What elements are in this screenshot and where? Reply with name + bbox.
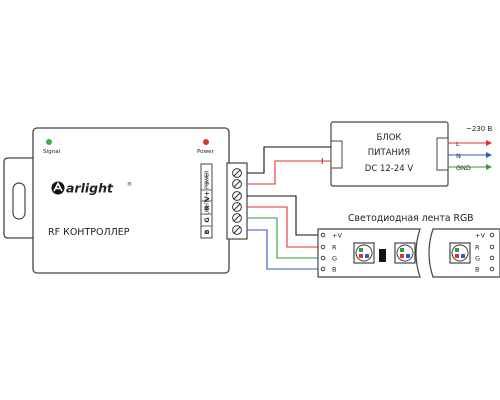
wiring bbox=[247, 146, 331, 270]
wire-psu-plus bbox=[247, 160, 331, 185]
signal-label: Signal bbox=[43, 149, 61, 155]
terminal-screw-1 bbox=[232, 179, 242, 189]
mains-arrow-gnd bbox=[486, 164, 492, 170]
controller-name: RF КОНТРОЛЛЕР bbox=[48, 227, 130, 238]
psu-output-terminal bbox=[330, 140, 343, 169]
strip-pad-right-1 bbox=[489, 244, 495, 250]
wire-blue bbox=[247, 229, 318, 270]
strip-pad-left-2 bbox=[320, 255, 326, 261]
strip-pin-right-3: B bbox=[475, 266, 479, 274]
strip-pin-right-1: R bbox=[475, 244, 480, 252]
psu-input-n: N bbox=[456, 152, 461, 160]
terminal-label-4: G bbox=[203, 217, 211, 222]
strip-pin-left-2: G bbox=[332, 255, 337, 263]
terminal-block bbox=[226, 162, 248, 240]
terminal-label-3: R bbox=[203, 205, 211, 210]
terminal-label-1: + bbox=[203, 180, 211, 185]
strip-pin-left-3: B bbox=[332, 266, 336, 274]
power-group-label: POWER bbox=[205, 170, 211, 189]
brand-registered-mark: ® bbox=[127, 181, 132, 188]
mains-voltage-label: ~230 В bbox=[466, 125, 492, 133]
strip-pins-left: +V RGB bbox=[320, 232, 342, 274]
mounting-slot bbox=[12, 182, 26, 220]
rgb-leds bbox=[353, 242, 471, 264]
wire-green bbox=[247, 217, 318, 259]
psu-title-line2: ПИТАНИЯ bbox=[368, 148, 411, 158]
strip-pad-right-2 bbox=[489, 255, 495, 261]
wire-psu-minus bbox=[247, 146, 331, 174]
psu-input-gnd: GND bbox=[456, 164, 471, 172]
strip-pad-left-3 bbox=[320, 266, 326, 272]
strip-resistor bbox=[379, 249, 386, 262]
terminal-screw-4 bbox=[232, 213, 242, 223]
psu-voltage: DC 12-24 V bbox=[365, 164, 414, 174]
power-label: Power bbox=[197, 149, 215, 155]
power-led bbox=[203, 139, 209, 145]
signal-led bbox=[46, 139, 52, 145]
rgb-led-2 bbox=[394, 242, 416, 264]
terminal-label-5: B bbox=[203, 229, 211, 234]
rf-controller: Signal Power arlight ® RF КОНТРОЛЛЕР POW… bbox=[3, 127, 248, 274]
terminal-screws bbox=[232, 168, 242, 235]
mains-wires bbox=[448, 140, 492, 170]
terminal-label-0: − bbox=[203, 173, 211, 178]
psu-input-l: L bbox=[456, 140, 460, 148]
strip-pins-right: +V RGB bbox=[475, 232, 495, 274]
arlight-logo: arlight ® bbox=[51, 181, 132, 196]
strip-pad-left-1 bbox=[320, 244, 326, 250]
terminal-screw-0 bbox=[232, 168, 242, 178]
wire-red bbox=[247, 206, 318, 248]
terminal-screw-3 bbox=[232, 202, 242, 212]
strip-title: Светодиодная лента RGB bbox=[348, 213, 474, 224]
strip-pad-right-0 bbox=[489, 232, 495, 238]
psu-input-labels: LN GND bbox=[456, 140, 471, 172]
terminal-screw-2 bbox=[232, 191, 242, 201]
strip-pin-right-0: +V bbox=[475, 232, 485, 240]
mains-arrow-l bbox=[486, 140, 492, 146]
rgb-led-1 bbox=[353, 242, 375, 264]
psu-input-terminal bbox=[436, 137, 449, 171]
mounting-bracket bbox=[3, 157, 34, 239]
brand-name: arlight bbox=[66, 181, 114, 196]
psu-title-line1: БЛОК bbox=[377, 133, 402, 143]
strip-pin-left-1: R bbox=[332, 244, 337, 252]
terminal-screw-5 bbox=[232, 225, 242, 235]
rgb-led-3 bbox=[449, 242, 471, 264]
terminal-labels: − + V+ R G B bbox=[203, 173, 211, 234]
strip-pad-right-3 bbox=[489, 266, 495, 272]
strip-pad-left-0 bbox=[320, 232, 326, 238]
light-group-label: LIGHT bbox=[205, 199, 211, 215]
terminal-label-2: V+ bbox=[203, 191, 211, 201]
strip-pin-right-2: G bbox=[475, 255, 480, 263]
wire-vplus bbox=[247, 195, 318, 236]
mains-arrow-n bbox=[486, 152, 492, 158]
strip-pin-left-0: +V bbox=[332, 232, 342, 240]
